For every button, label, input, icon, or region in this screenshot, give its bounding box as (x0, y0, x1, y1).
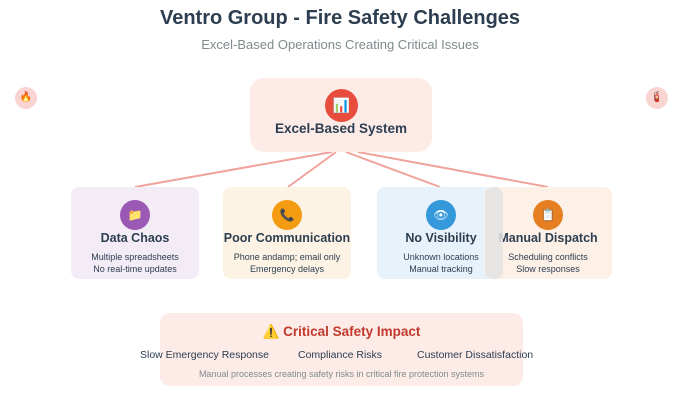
challenge-detail: Slow responses (516, 264, 580, 274)
challenge-card-no-visibility: 👁 No Visibility Unknown locations Manual… (377, 187, 505, 279)
impact-title: Critical Safety Impact (283, 324, 421, 339)
phone-icon: 📞 (272, 200, 302, 230)
challenge-detail: Emergency delays (249, 264, 325, 274)
excel-system-label: Excel-Based System (274, 121, 408, 136)
folder-icon: 📁 (120, 200, 150, 230)
challenge-detail: Unknown locations (403, 252, 479, 262)
fire-extinguisher-icon: 🧯 (646, 87, 668, 109)
connector-line (287, 151, 337, 188)
clipboard-icon: 📋 (533, 200, 563, 230)
challenge-title: Data Chaos (100, 231, 170, 245)
challenge-detail: Phone andamp; email only (233, 252, 341, 262)
connector-line (345, 151, 441, 188)
fire-icon: 🔥 (15, 87, 37, 109)
challenge-card-manual-dispatch: 📋 Manual Dispatch Scheduling conflicts S… (484, 187, 612, 279)
challenge-card-data-chaos: 📁 Data Chaos Multiple spreadsheets No re… (71, 187, 199, 279)
challenge-detail: No real-time updates (93, 264, 177, 274)
challenge-card-poor-communication: 📞 Poor Communication Phone andamp; email… (223, 187, 351, 279)
eye-icon: 👁 (426, 200, 456, 230)
excel-system-node: 📊 Excel-Based System (250, 78, 432, 152)
critical-impact-panel: ⚠️ Critical Safety Impact (160, 313, 523, 386)
challenge-detail: Multiple spreadsheets (91, 252, 179, 262)
connector-line (134, 151, 333, 188)
card-overlap-divider (485, 187, 503, 279)
impact-heading: ⚠️ Critical Safety Impact (160, 324, 523, 340)
impact-item: Compliance Risks (298, 349, 383, 361)
challenge-detail: Manual tracking (409, 264, 473, 274)
page-subtitle: Excel-Based Operations Creating Critical… (201, 37, 479, 52)
warning-icon: ⚠️ (262, 324, 280, 339)
impact-item: Slow Emergency Response (140, 349, 269, 361)
page-title: Ventro Group - Fire Safety Challenges (159, 7, 521, 29)
challenge-title: Manual Dispatch (498, 231, 598, 245)
challenge-detail: Scheduling conflicts (508, 252, 588, 262)
challenge-title: No Visibility (405, 231, 477, 245)
challenge-title: Poor Communication (223, 231, 351, 245)
connector-line (357, 151, 549, 188)
impact-item: Customer Dissatisfaction (417, 349, 534, 361)
impact-note: Manual processes creating safety risks i… (198, 369, 485, 379)
chart-icon: 📊 (325, 89, 358, 122)
